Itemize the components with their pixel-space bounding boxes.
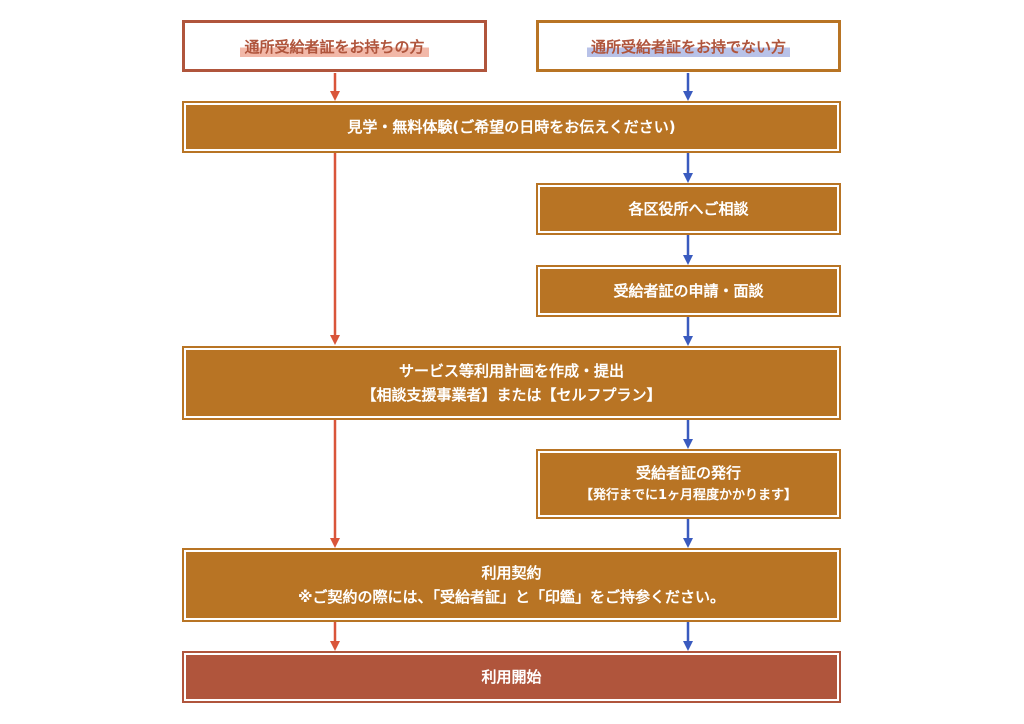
- step-service-plan-line1: サービス等利用計画を作成・提出: [398, 362, 624, 380]
- step-start: 利用開始: [182, 651, 841, 703]
- step-cert-issue: 受給者証の発行 【発行までに1ヶ月程度かかります】: [536, 449, 841, 519]
- step-consult-office-label: 各区役所へご相談: [628, 200, 749, 218]
- step-apply-cert: 受給者証の申請・面談: [536, 265, 841, 317]
- step-tour: 見学・無料体験(ご希望の日時をお伝えください): [182, 101, 841, 153]
- step-consult-office: 各区役所へご相談: [536, 183, 841, 235]
- step-apply-cert-label: 受給者証の申請・面談: [613, 282, 764, 300]
- step-start-label: 利用開始: [481, 668, 542, 686]
- header-with-cert: 通所受給者証をお持ちの方: [182, 20, 487, 72]
- header-without-cert-label: 通所受給者証をお持でない方: [586, 35, 790, 57]
- step-contract-line2: ※ご契約の際には、「受給者証」と「印鑑」をご持参ください。: [297, 588, 726, 606]
- step-cert-issue-line1: 受給者証の発行: [635, 464, 741, 482]
- header-with-cert-label: 通所受給者証をお持ちの方: [240, 35, 429, 57]
- step-service-plan: サービス等利用計画を作成・提出 【相談支援事業者】または【セルフプラン】: [182, 346, 841, 420]
- step-tour-label: 見学・無料体験(ご希望の日時をお伝えください): [347, 118, 676, 136]
- step-contract-line1: 利用契約: [481, 564, 542, 582]
- step-contract: 利用契約 ※ご契約の際には、「受給者証」と「印鑑」をご持参ください。: [182, 548, 841, 622]
- step-service-plan-line2: 【相談支援事業者】または【セルフプラン】: [361, 386, 662, 404]
- step-cert-issue-line2: 【発行までに1ヶ月程度かかります】: [579, 488, 798, 503]
- header-without-cert: 通所受給者証をお持でない方: [536, 20, 841, 72]
